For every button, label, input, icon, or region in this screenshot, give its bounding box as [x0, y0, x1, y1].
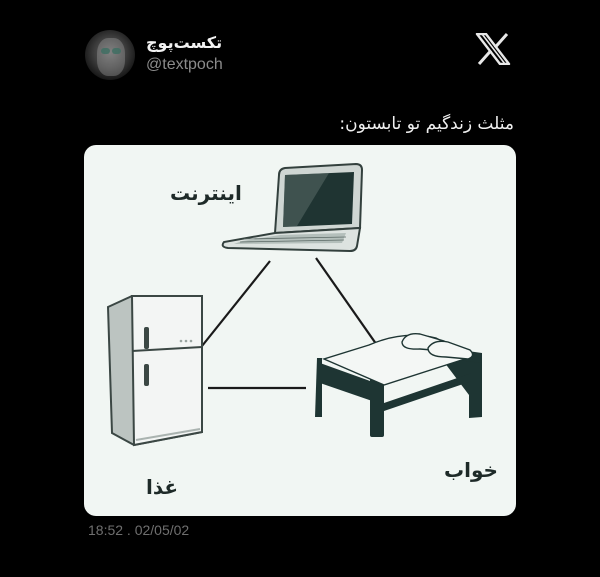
avatar-glasses-right	[112, 48, 121, 54]
tweet-image[interactable]: اینترنت غذا خواب	[84, 145, 516, 516]
avatar-face	[97, 38, 125, 76]
tweet-timestamp[interactable]: 18:52 . 02/05/02	[88, 522, 190, 538]
laptop-icon	[221, 162, 364, 253]
fridge-icon	[106, 295, 203, 447]
author-handle[interactable]: @textpoch	[146, 56, 223, 73]
triangle-lines	[193, 257, 387, 390]
tweet-text: مثلث زندگیم تو تابستون:	[339, 114, 514, 134]
label-sleep: خواب	[444, 458, 498, 482]
triangle-diagram	[106, 162, 482, 447]
label-food: غذا	[146, 475, 179, 499]
x-logo-icon	[475, 33, 511, 65]
bed-icon	[315, 332, 482, 437]
label-internet: اینترنت	[170, 181, 242, 205]
avatar-glasses-left	[101, 48, 110, 54]
author-display-name[interactable]: تکست‌پوچ	[146, 33, 223, 52]
avatar[interactable]	[85, 30, 135, 80]
